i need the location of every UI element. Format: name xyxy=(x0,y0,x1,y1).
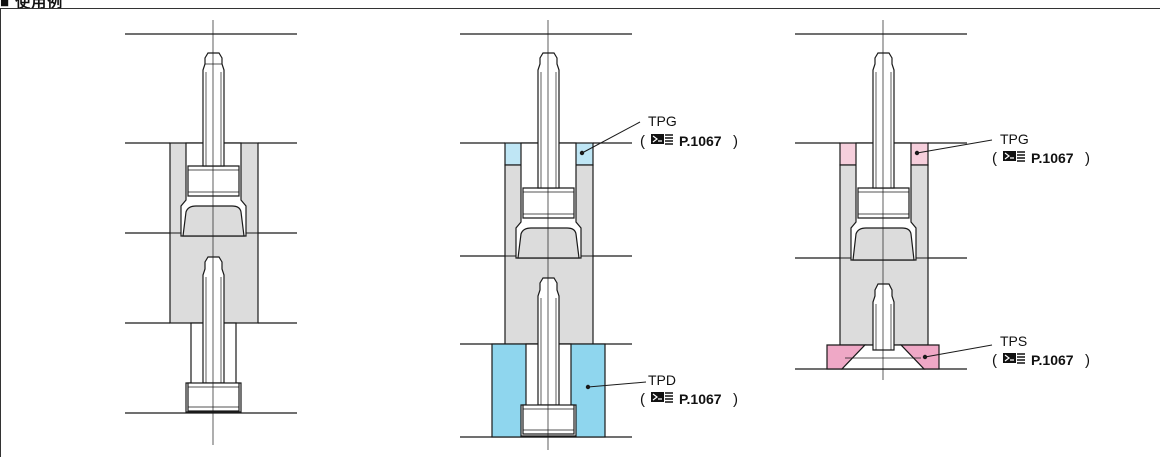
svg-text:): ) xyxy=(733,391,738,408)
figure-frame xyxy=(0,8,1160,457)
svg-text:(: ( xyxy=(640,133,645,150)
section-heading: ■ 使用例 xyxy=(0,0,64,11)
book-reference-icon xyxy=(1002,150,1026,162)
callout-name: TPS xyxy=(1000,333,1027,349)
callout-tpg-2: TPG ( P.1067 ) xyxy=(992,131,1090,167)
figure-2 xyxy=(460,20,647,450)
bolt-head xyxy=(187,165,240,197)
book-reference-icon xyxy=(1002,352,1026,364)
bolt-shank xyxy=(202,52,225,167)
callout-tpd: TPD ( P.1067 ) xyxy=(640,372,738,408)
figure-1 xyxy=(125,20,297,445)
callout-page-ref: P.1067 xyxy=(1031,352,1074,368)
figure-3 xyxy=(795,20,993,380)
callout-page-ref: P.1067 xyxy=(679,391,722,407)
callout-page-ref: P.1067 xyxy=(679,133,722,149)
book-reference-icon xyxy=(650,391,674,403)
callout-name: TPD xyxy=(648,372,676,388)
callout-name: TPG xyxy=(648,113,677,129)
svg-text:(: ( xyxy=(992,150,997,167)
svg-text:(: ( xyxy=(992,352,997,369)
callout-page-ref: P.1067 xyxy=(1031,150,1074,166)
callout-tpg-1: TPG ( P.1067 ) xyxy=(640,113,738,150)
svg-text:): ) xyxy=(1085,150,1090,167)
svg-text:(: ( xyxy=(640,391,645,408)
callout-tps: TPS ( P.1067 ) xyxy=(992,333,1090,369)
svg-text:): ) xyxy=(1085,352,1090,369)
book-reference-icon xyxy=(650,133,674,145)
callout-name: TPG xyxy=(1000,131,1029,147)
svg-text:): ) xyxy=(733,133,738,150)
section-heading-text: ■ 使用例 xyxy=(0,0,64,11)
